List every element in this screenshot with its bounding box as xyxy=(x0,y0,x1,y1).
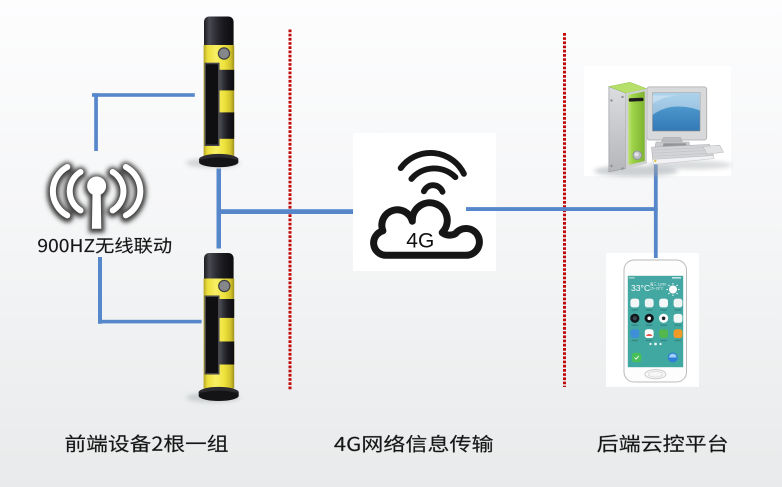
svg-text:33°C: 33°C xyxy=(631,283,650,293)
svg-text:周三 12/30: 周三 12/30 xyxy=(650,282,666,287)
svg-text:15~28°C: 15~28°C xyxy=(650,287,664,291)
svg-text:4G: 4G xyxy=(406,230,434,253)
